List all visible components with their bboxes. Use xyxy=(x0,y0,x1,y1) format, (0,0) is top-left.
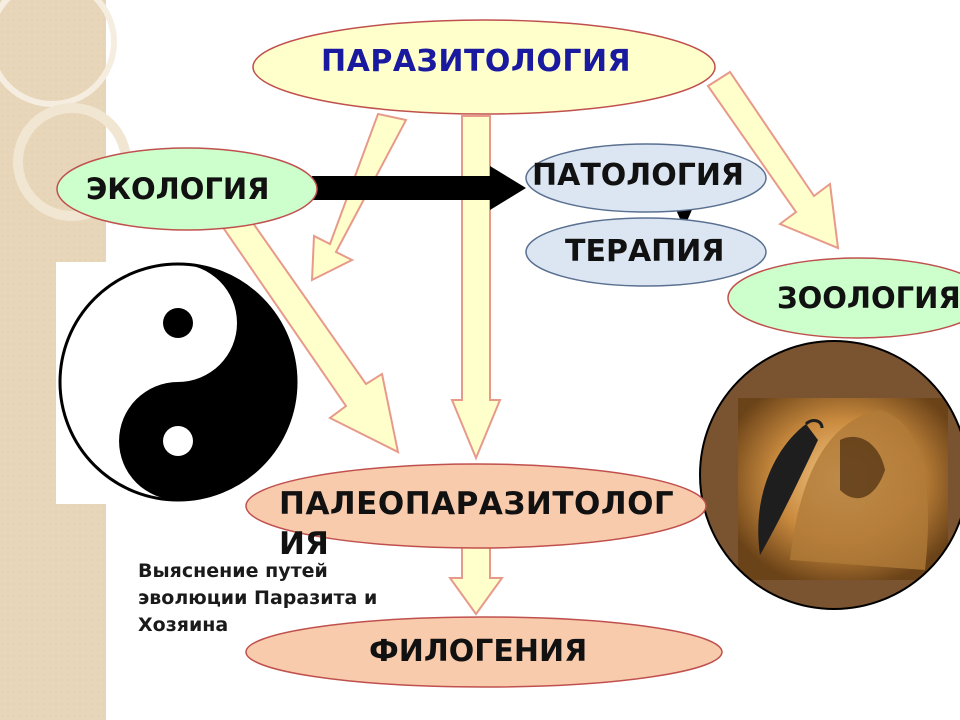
node-paleoparasitology xyxy=(245,463,707,549)
node-therapy xyxy=(525,217,767,287)
arrow-paleo-to-phylogeny xyxy=(448,545,504,616)
caption-evolution-paths: Выяснение путей эволюции Паразита и Хозя… xyxy=(138,560,378,636)
arrow-ecology-to-paleo xyxy=(220,214,400,454)
label-paleoparasitology-line2: ИЯ xyxy=(279,526,329,562)
connector-arrows xyxy=(220,70,840,616)
node-zoology xyxy=(727,257,960,339)
label-parasitology: ПАРАЗИТОЛОГИЯ xyxy=(321,44,632,79)
label-therapy: ТЕРАПИЯ xyxy=(565,234,725,269)
node-parasitology xyxy=(252,19,716,115)
label-phylogeny: ФИЛОГЕНИЯ xyxy=(369,634,588,669)
decorative-ring-icon xyxy=(0,0,117,107)
label-pathology: ПАТОЛОГИЯ xyxy=(532,158,745,193)
node-ecology xyxy=(56,147,318,231)
label-ecology: ЭКОЛОГИЯ xyxy=(86,172,270,206)
arrow-ecology-to-pathology xyxy=(312,166,526,210)
arrow-parasitology-to-zoology xyxy=(706,70,840,250)
node-phylogeny xyxy=(245,616,723,688)
label-paleoparasitology-line1: ПАЛЕОПАРАЗИТОЛОГ xyxy=(279,486,675,522)
arrow-parasitology-to-paleo xyxy=(450,115,502,461)
node-pathology xyxy=(525,143,767,213)
yin-yang-icon xyxy=(56,262,304,504)
mummy-with-fluke-icon xyxy=(699,340,960,610)
label-zoology: ЗООЛОГИЯ xyxy=(777,281,960,315)
